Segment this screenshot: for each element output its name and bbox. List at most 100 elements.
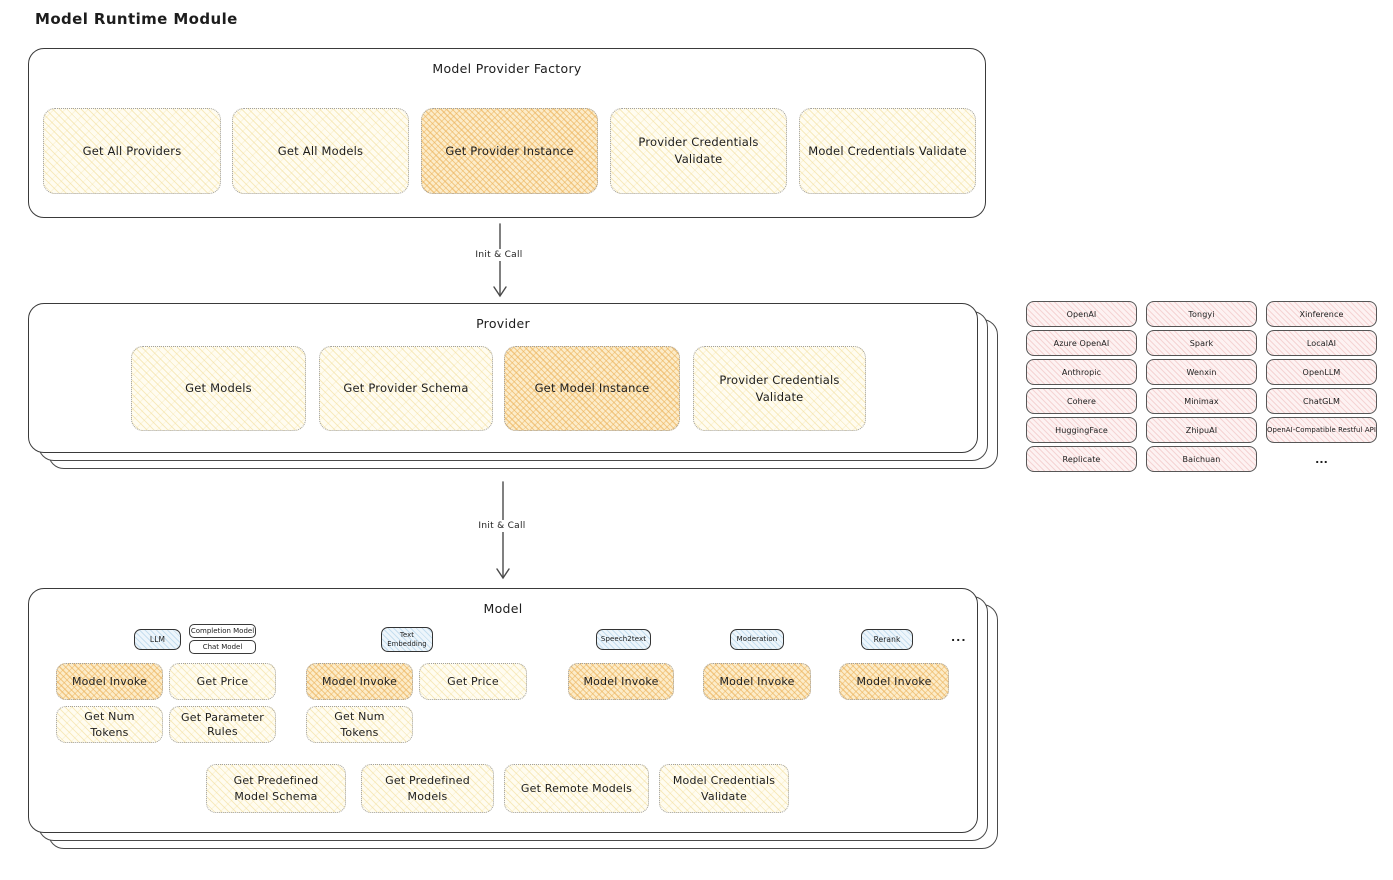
provider-chip-anthropic: Anthropic — [1026, 359, 1137, 385]
tag-moderation: Moderation — [730, 629, 784, 650]
tag-label: Rerank — [873, 635, 901, 644]
node-label: Get Predefined Models — [385, 773, 470, 803]
node-label: Get Predefined Model Schema — [233, 773, 319, 803]
node-label: Model Invoke — [583, 674, 659, 688]
node-label: Model Invoke — [71, 674, 148, 688]
node-label: Get All Providers — [82, 143, 182, 158]
arrow-down-icon — [496, 481, 510, 580]
node-model-invoke-embedding: Model Invoke — [306, 663, 413, 700]
node-label: Model Invoke — [321, 674, 398, 688]
node-get-remote-models: Get Remote Models — [504, 764, 649, 813]
node-get-provider-instance: Get Provider Instance — [421, 108, 598, 194]
node-get-price-embedding: Get Price — [419, 663, 527, 700]
chip-label: ChatGLM — [1303, 396, 1340, 406]
arrow-label-init-call-2: Init & Call — [463, 520, 541, 532]
chip-label: Xinference — [1299, 309, 1344, 319]
provider-chip-openai: OpenAI — [1026, 301, 1137, 327]
chip-label: ... — [1315, 452, 1328, 466]
node-get-model-instance: Get Model Instance — [504, 346, 680, 431]
chip-label: Baichuan — [1182, 454, 1221, 464]
node-model-invoke-speech2text: Model Invoke — [568, 663, 674, 700]
chip-label: Cohere — [1066, 396, 1097, 406]
node-model-credentials-validate-model: Model Credentials Validate — [659, 764, 789, 813]
node-get-num-tokens-embedding: Get Num Tokens — [306, 706, 413, 743]
chip-label: Tongyi — [1188, 309, 1215, 319]
provider-box-stack: Provider Get Models Get Provider Schema … — [28, 303, 1000, 473]
node-label: Provider Credentials Validate — [638, 135, 759, 166]
factory-box: Model Provider Factory Get All Providers… — [28, 48, 986, 218]
node-get-predefined-model-schema: Get Predefined Model Schema — [206, 764, 346, 813]
tag-llm: LLM — [134, 629, 181, 650]
chip-label: Azure OpenAI — [1053, 338, 1110, 348]
node-get-predefined-models: Get Predefined Models — [361, 764, 494, 813]
provider-box: Provider Get Models Get Provider Schema … — [28, 303, 978, 453]
provider-chip-openllm: OpenLLM — [1266, 359, 1377, 385]
node-label: Model Credentials Validate — [672, 773, 776, 803]
node-get-models: Get Models — [131, 346, 306, 431]
node-get-price-llm: Get Price — [169, 663, 276, 700]
node-label: Get Remote Models — [520, 781, 633, 795]
providers-more-ellipsis: ... — [1266, 446, 1377, 472]
node-provider-credentials-validate-provider: Provider Credentials Validate — [693, 346, 866, 431]
tag-label: Text Embedding — [387, 631, 427, 648]
node-label: Get All Models — [277, 143, 364, 158]
providers-grid: OpenAI Tongyi Xinference Azure OpenAI Sp… — [1026, 301, 1377, 472]
tag-completion-model: Completion Model — [189, 624, 256, 638]
node-label: Model Invoke — [719, 674, 795, 688]
tag-label: Completion Model — [190, 627, 255, 635]
arrow-down-icon — [493, 223, 507, 298]
provider-chip-wenxin: Wenxin — [1146, 359, 1257, 385]
node-label: Provider Credentials Validate — [719, 372, 840, 404]
node-label: Get Model Instance — [534, 381, 650, 396]
node-label: Get Provider Instance — [445, 143, 574, 158]
node-get-provider-schema: Get Provider Schema — [319, 346, 493, 431]
chip-label: Spark — [1189, 338, 1214, 348]
node-label: Get Num Tokens — [84, 709, 135, 739]
model-box: Model LLM Completion Model Chat Model Te… — [28, 588, 978, 833]
tags-more-ellipsis: ... — [951, 631, 967, 644]
provider-chip-huggingface: HuggingFace — [1026, 417, 1137, 443]
provider-chip-azure-openai: Azure OpenAI — [1026, 330, 1137, 356]
provider-chip-openai-compatible: OpenAI-Compatible Restful API — [1266, 417, 1377, 443]
chip-label: OpenAI — [1066, 309, 1097, 319]
chip-label: Minimax — [1184, 396, 1219, 406]
provider-chip-chatglm: ChatGLM — [1266, 388, 1377, 414]
factory-box-title: Model Provider Factory — [432, 61, 582, 76]
node-model-invoke-moderation: Model Invoke — [703, 663, 811, 700]
chip-label: OpenAI-Compatible Restful API — [1267, 426, 1377, 434]
tag-label: Chat Model — [202, 643, 243, 651]
node-label: Get Models — [185, 381, 252, 396]
chip-label: OpenLLM — [1302, 367, 1341, 377]
node-get-all-providers: Get All Providers — [43, 108, 221, 194]
tag-text-embedding: Text Embedding — [381, 627, 433, 652]
tag-label: Moderation — [736, 635, 778, 644]
arrow-label-init-call-1: Init & Call — [460, 249, 538, 261]
tag-label: LLM — [149, 635, 166, 644]
provider-chip-zhipuai: ZhipuAI — [1146, 417, 1257, 443]
provider-chip-spark: Spark — [1146, 330, 1257, 356]
provider-chip-baichuan: Baichuan — [1146, 446, 1257, 472]
chip-label: Anthropic — [1061, 367, 1102, 377]
node-get-num-tokens-llm: Get Num Tokens — [56, 706, 163, 743]
node-model-invoke-rerank: Model Invoke — [839, 663, 949, 700]
provider-chip-localai: LocalAI — [1266, 330, 1377, 356]
node-provider-credentials-validate-factory: Provider Credentials Validate — [610, 108, 787, 194]
model-box-title: Model — [483, 601, 523, 616]
provider-chip-minimax: Minimax — [1146, 388, 1257, 414]
node-label: Get Parameter Rules — [181, 710, 264, 738]
node-model-credentials-validate-factory: Model Credentials Validate — [799, 108, 976, 194]
tag-speech2text: Speech2text — [596, 629, 651, 650]
tag-label: Speech2text — [600, 635, 647, 644]
node-model-invoke-llm: Model Invoke — [56, 663, 163, 700]
node-label: Model Invoke — [856, 674, 932, 688]
node-label: Model Credentials Validate — [808, 143, 967, 158]
node-get-all-models: Get All Models — [232, 108, 409, 194]
chip-label: Wenxin — [1186, 367, 1217, 377]
node-get-parameter-rules: Get Parameter Rules — [169, 706, 276, 743]
chip-label: HuggingFace — [1055, 425, 1108, 435]
model-box-stack: Model LLM Completion Model Chat Model Te… — [28, 588, 1000, 853]
chip-label: LocalAI — [1306, 338, 1337, 348]
tag-chat-model: Chat Model — [189, 640, 256, 654]
provider-chip-tongyi: Tongyi — [1146, 301, 1257, 327]
chip-label: ZhipuAI — [1185, 425, 1218, 435]
